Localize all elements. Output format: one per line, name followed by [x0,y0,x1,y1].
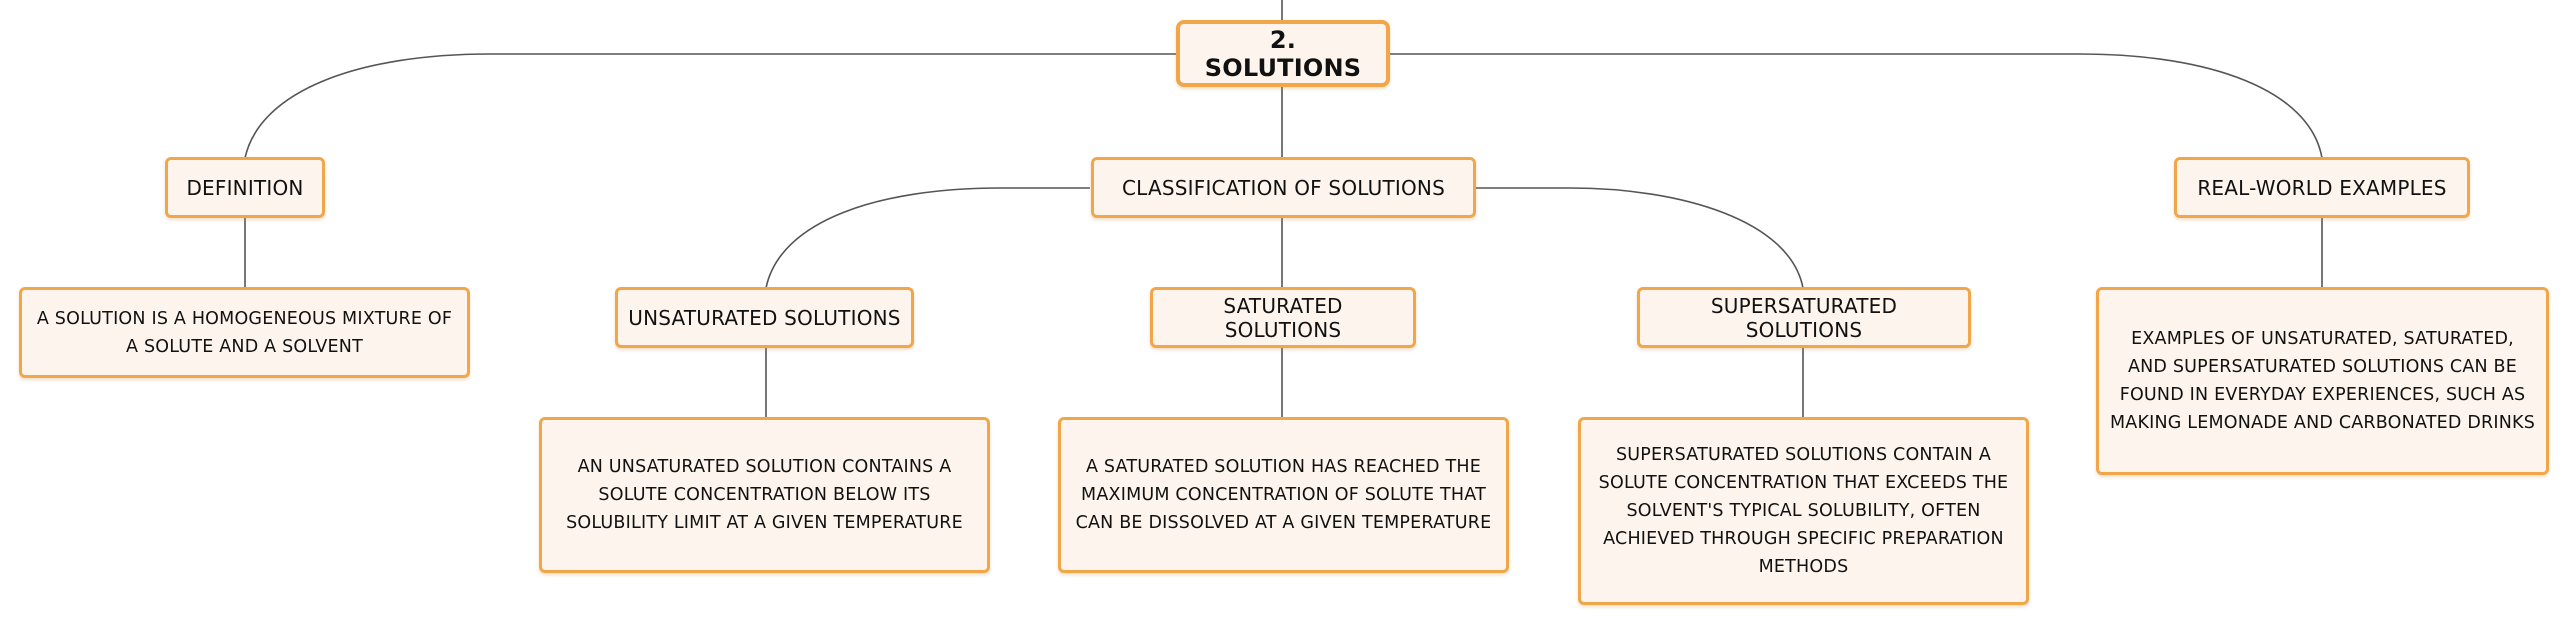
connector-classification-unsaturated [765,187,1090,289]
real-world-examples-node[interactable]: REAL-WORLD EXAMPLES [2174,157,2470,218]
saturated-detail-node[interactable]: A SATURATED SOLUTION HAS REACHED THE MAX… [1058,417,1509,573]
classification-node[interactable]: CLASSIFICATION OF SOLUTIONS [1091,157,1476,218]
real-world-examples-detail-node[interactable]: EXAMPLES OF UNSATURATED, SATURATED, AND … [2096,287,2549,475]
connector-root-examples [1388,53,2323,159]
root-node[interactable]: 2. SOLUTIONS [1176,20,1390,87]
unsaturated-node[interactable]: UNSATURATED SOLUTIONS [615,287,914,348]
unsaturated-detail-node[interactable]: AN UNSATURATED SOLUTION CONTAINS A SOLUT… [539,417,990,573]
connector-root-definition [244,53,1176,159]
supersaturated-node[interactable]: SUPERSATURATED SOLUTIONS [1637,287,1971,348]
connector-classification-supersaturated [1476,187,1804,289]
saturated-node[interactable]: SATURATED SOLUTIONS [1150,287,1416,348]
supersaturated-detail-node[interactable]: SUPERSATURATED SOLUTIONS CONTAIN A SOLUT… [1578,417,2029,605]
definition-detail-node[interactable]: A SOLUTION IS A HOMOGENEOUS MIXTURE OF A… [19,287,470,378]
definition-node[interactable]: DEFINITION [165,157,325,218]
